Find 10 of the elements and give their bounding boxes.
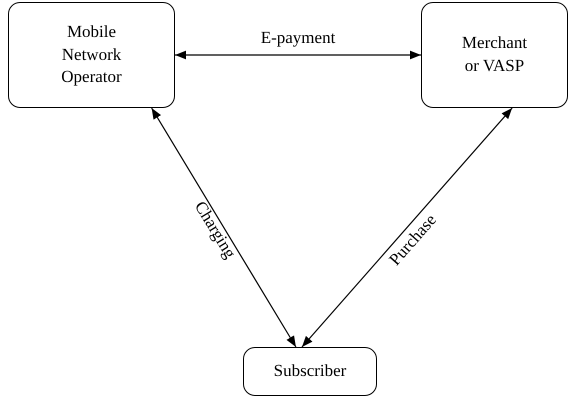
rounded-box bbox=[243, 347, 377, 396]
node-label: Mobile Network Operator bbox=[60, 20, 123, 88]
rounded-box bbox=[421, 2, 568, 108]
double-arrow bbox=[175, 50, 421, 60]
node-label: Merchant or VASP bbox=[460, 32, 528, 77]
node-label: Subscriber bbox=[274, 360, 346, 382]
edge-label: E-payment bbox=[260, 28, 336, 48]
double-arrow bbox=[302, 108, 513, 348]
rounded-box bbox=[8, 2, 175, 108]
double-arrow bbox=[151, 108, 296, 348]
